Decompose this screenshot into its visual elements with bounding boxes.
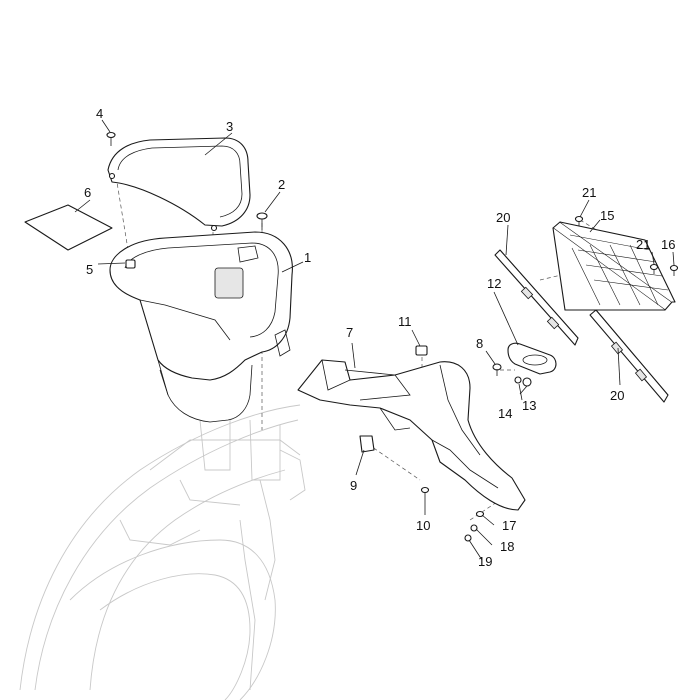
callout-15: 15 bbox=[600, 208, 614, 223]
part-7-rear-mudguard bbox=[297, 359, 526, 511]
callout-17: 17 bbox=[502, 518, 516, 533]
scooter-frame-outline bbox=[19, 404, 306, 700]
callout-21-right: 21 bbox=[636, 237, 650, 252]
part-9-clip bbox=[359, 435, 375, 453]
callout-3: 3 bbox=[226, 119, 233, 134]
callout-21-upper: 21 bbox=[582, 185, 596, 200]
part-18-washer bbox=[470, 524, 478, 532]
callout-5: 5 bbox=[86, 262, 93, 277]
part-14-nut bbox=[514, 376, 522, 384]
part-12-plate-light bbox=[507, 342, 557, 375]
part-6-sheet bbox=[24, 204, 113, 251]
part-3-lid bbox=[107, 137, 251, 232]
callout-labels: 3 4 2 6 1 5 7 11 8 12 13 14 9 10 20 15 2… bbox=[84, 106, 675, 569]
part-20-upper-plate bbox=[494, 249, 579, 346]
callout-13: 13 bbox=[522, 398, 536, 413]
callout-19: 19 bbox=[478, 554, 492, 569]
callout-4: 4 bbox=[96, 106, 103, 121]
part-20-lower-plate bbox=[589, 309, 669, 403]
callout-8: 8 bbox=[476, 336, 483, 351]
part-13-washer bbox=[522, 377, 532, 387]
callout-2: 2 bbox=[278, 177, 285, 192]
callout-9: 9 bbox=[350, 478, 357, 493]
part-4-screw bbox=[106, 131, 116, 146]
callout-10: 10 bbox=[416, 518, 430, 533]
part-21-screw-upper bbox=[574, 215, 584, 226]
callout-18: 18 bbox=[500, 539, 514, 554]
part-8-screw bbox=[492, 363, 502, 376]
callout-12: 12 bbox=[487, 276, 501, 291]
leader-lines bbox=[74, 119, 675, 561]
part-16-screw bbox=[669, 264, 679, 276]
callout-16: 16 bbox=[661, 237, 675, 252]
part-21-screw-right bbox=[649, 263, 659, 274]
part-11-clip bbox=[415, 345, 428, 356]
part-17-screw bbox=[475, 510, 485, 518]
part-2-screw bbox=[256, 212, 268, 230]
callout-20-upper: 20 bbox=[496, 210, 510, 225]
callout-11: 11 bbox=[398, 314, 412, 329]
callout-1: 1 bbox=[304, 250, 311, 265]
callout-20-lower: 20 bbox=[610, 388, 624, 403]
callout-7: 7 bbox=[346, 325, 353, 340]
callout-6: 6 bbox=[84, 185, 91, 200]
part-5-clip bbox=[125, 259, 136, 269]
part-19-nut bbox=[464, 534, 472, 542]
part-15-plate-holder bbox=[552, 221, 676, 311]
callout-14: 14 bbox=[498, 406, 512, 421]
part-10-screw bbox=[420, 486, 430, 500]
part-1-storage-box bbox=[109, 231, 293, 423]
